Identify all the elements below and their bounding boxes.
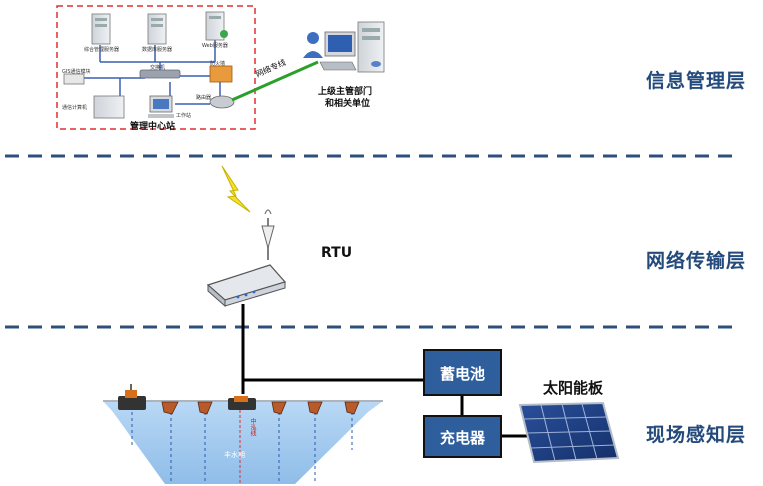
gis-module-icon [63,73,85,85]
sensor-icon [307,401,323,415]
rtu-label: RTU [321,245,353,261]
battery-box [423,349,502,396]
rtu-device [206,209,287,308]
channel-label: 丰水期 [224,451,245,459]
computer-label: 通信计算机 [62,105,88,111]
layer-label-info-management: 信息管理层 [646,70,747,92]
user-icon [303,32,323,58]
charger-label: 充电器 [439,429,485,447]
dedicated-network-line [231,60,319,102]
server-icon [357,21,385,73]
computer-icon [93,95,125,119]
firewall-label: 防火墙 [210,61,226,67]
server-label: Web服务器 [202,43,228,49]
charger-box [423,415,502,458]
sensor-icon [161,401,179,415]
router-icon [209,95,235,109]
management-center-label: 管理中心站 [130,122,176,132]
server-label: 综合管理服务器 [84,47,120,53]
superior-label-line2: 和相关单位 [325,99,371,109]
server-icon [91,13,111,45]
workstation-icon [148,95,174,118]
solar-panel-icon [518,401,620,464]
monitor-icon [319,31,357,71]
sensor-icon [118,384,146,410]
management-center [56,5,256,130]
gis-module-label: GIS通信模块 [62,69,91,75]
wireless-lightning-icon [221,165,251,213]
battery-label: 蓄电池 [439,365,485,383]
superior-department-group [303,21,385,73]
sensor-icon [271,401,287,415]
mid-line-label: 中泓线 [249,418,256,436]
superior-label-line1: 上级主管部门 [318,87,373,97]
server-label: 数据库服务器 [142,47,173,53]
sensor-icon [344,401,360,415]
router-label: 路由器 [196,95,212,101]
solar-panel-label: 太阳能板 [543,379,604,397]
sensor-icon [228,396,256,410]
power-wiring [241,304,528,438]
switch-label: 交换机 [150,65,166,71]
server-icon [205,11,228,41]
server-icon [147,13,167,45]
layer-label-network-transmission: 网络传输层 [646,250,747,272]
firewall-icon [209,65,233,83]
sensor-icon [197,401,213,415]
river-channel-section [103,384,383,484]
layer-label-field-sensing: 现场感知层 [646,424,747,446]
workstation-label: 工作站 [176,113,192,119]
switch-icon [139,69,181,79]
